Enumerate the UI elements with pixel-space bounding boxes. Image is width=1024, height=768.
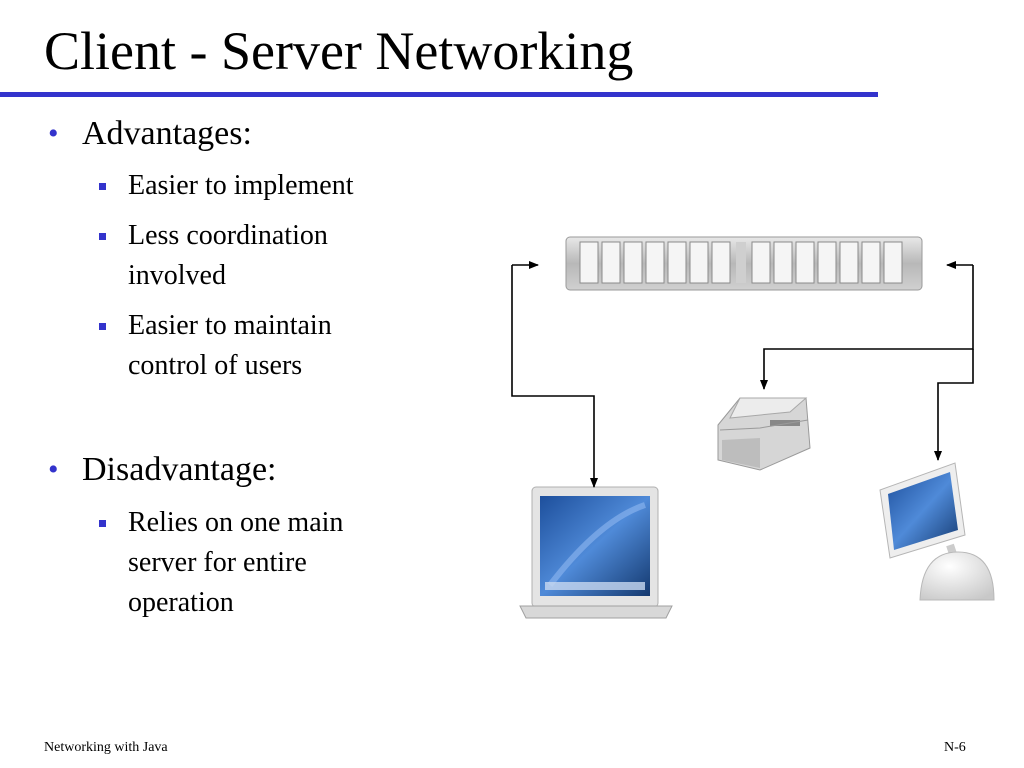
square-bullet-icon [99,233,106,240]
sub-bullet-disadvantage-1: Relies on one main server for entire ope… [99,503,403,623]
connector-lines [511,261,974,488]
bullet-dot-icon: • [48,453,59,486]
slide-title: Client - Server Networking [44,21,634,81]
bullet-dot-icon: • [48,117,59,150]
sub-bullet-advantage-1: Easier to implement [99,166,428,206]
sub-bullet-text: Easier to implement [128,170,354,201]
desktop-computer-icon [879,462,995,601]
slide-number: N-6 [944,740,966,755]
square-bullet-icon [99,183,106,190]
sub-bullet-text: Easier to maintain control of users [128,310,332,381]
bullet-advantages-label: Advantages: [82,115,252,152]
bullet-disadvantage-label: Disadvantage: [82,451,277,488]
printer-icon [717,397,811,471]
title-underline [0,92,878,97]
sub-bullet-text: Relies on one main server for entire ope… [128,507,344,618]
sub-bullet-advantage-2: Less coordination involved [99,216,388,296]
footer-title: Networking with Java [44,740,168,755]
sub-bullet-advantage-3: Easier to maintain control of users [99,306,388,386]
bullet-disadvantage: • Disadvantage: [48,450,277,490]
server-rack-icon [565,236,923,291]
bullet-advantages: • Advantages: [48,114,252,154]
laptop-icon [519,486,673,619]
connector-server-laptop [511,265,598,488]
sub-bullet-text: Less coordination involved [128,220,328,291]
connector-server-printer [760,265,974,390]
connector-server-desktop [934,349,974,461]
square-bullet-icon [99,520,106,527]
square-bullet-icon [99,323,106,330]
